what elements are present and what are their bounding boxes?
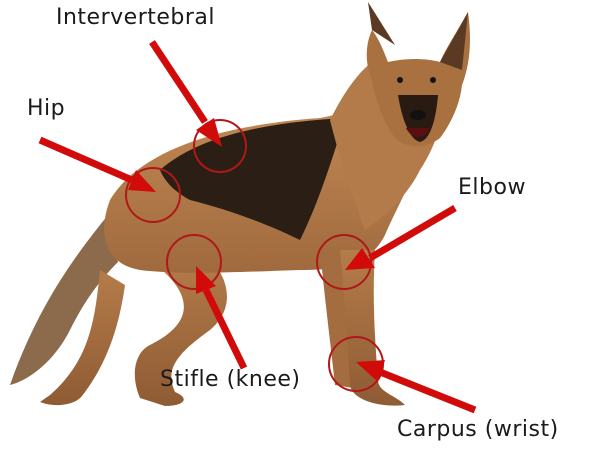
dog-ear-right	[440, 12, 468, 70]
dog-saddle	[160, 118, 345, 240]
label-carpus: Carpus (wrist)	[397, 417, 559, 442]
dog-eye-left	[397, 77, 403, 83]
label-elbow: Elbow	[458, 175, 526, 200]
hip-arrow	[38, 136, 156, 192]
dog-ear-left	[368, 2, 395, 45]
dog-head	[366, 12, 470, 147]
dog-nose	[410, 110, 426, 120]
dog-rear-leg-back	[40, 270, 125, 406]
intervertebral-circle	[193, 119, 247, 173]
dog-front-leg-near	[340, 250, 405, 406]
dog-tail	[10, 215, 118, 385]
label-hip: Hip	[27, 96, 66, 121]
dog-eye-right	[430, 77, 436, 83]
label-intervertebral: Intervertebral	[56, 5, 216, 30]
pointer-arrows	[38, 40, 477, 414]
stifle-arrow	[196, 266, 248, 370]
label-stifle: Stifle (knee)	[160, 367, 301, 392]
elbow-arrow	[345, 204, 457, 270]
hip-circle	[125, 167, 181, 223]
dog-mouth	[406, 128, 430, 137]
carpus-arrow	[356, 360, 477, 414]
intervertebral-arrow	[149, 40, 222, 147]
stifle-circle	[166, 234, 222, 290]
